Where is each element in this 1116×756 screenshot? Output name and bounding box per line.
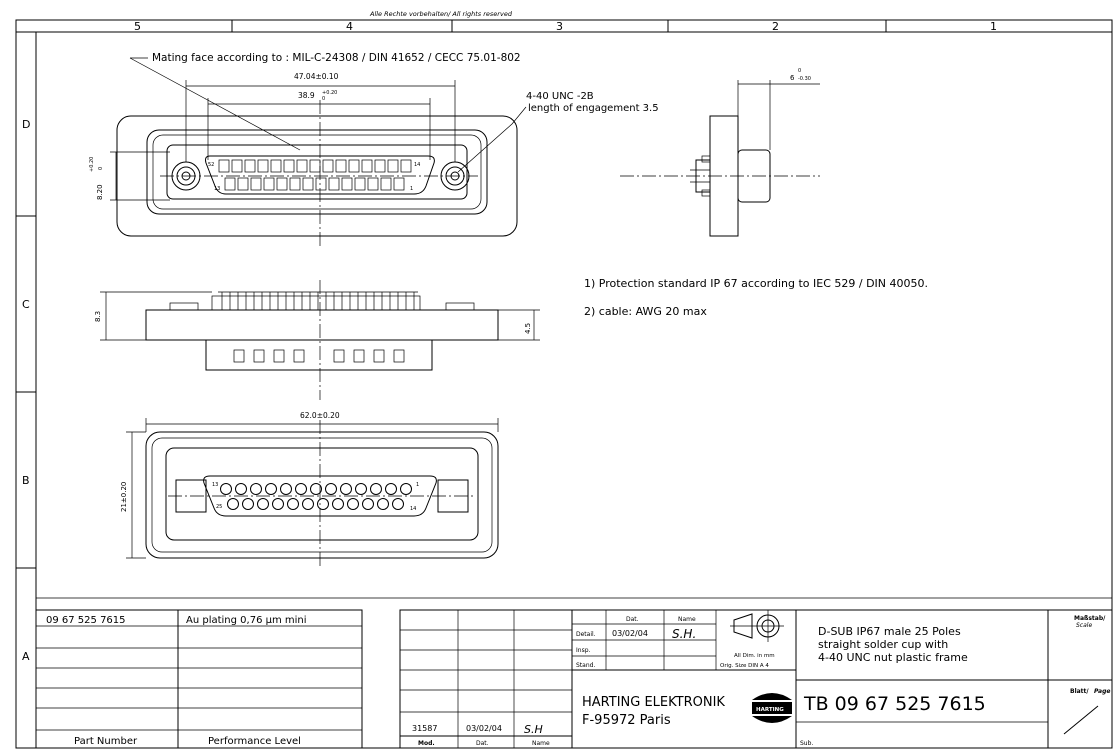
page-slash [1063, 705, 1099, 735]
rights-notice: Alle Rechte vorbehalten/ All rights rese… [369, 10, 513, 18]
row-label-a: A [22, 650, 30, 663]
front-pin-row-bottom [227, 498, 404, 510]
dim-21-label: 21±0.20 [120, 482, 128, 512]
title-block: 31587 03/02/04 S.H Mod. Dat. Name Dat. N… [399, 609, 1113, 749]
front-pin-label-bl: 25 [216, 504, 222, 510]
column-label-5: 5 [134, 20, 141, 33]
approval-detail-date: 03/02/04 [612, 629, 648, 638]
profile-windows [233, 349, 405, 363]
all-dimensions-note: All Dim. in mm [734, 653, 775, 659]
dim-47-04: 47.04±0.10 [185, 72, 456, 162]
engagement-note: length of engagement 3.5 [528, 103, 659, 114]
row-label-b: B [22, 474, 30, 487]
dim-62-label: 62.0±0.20 [300, 411, 340, 420]
row-grid: D C B A [16, 118, 1112, 663]
profile-view: 8.3 4.5 [94, 280, 540, 400]
dim-8-20-tol-up: +0.20 [89, 157, 95, 172]
dim-8-20-label: 8.20 [96, 184, 104, 200]
part-number-value: 09 67 525 7615 [46, 615, 126, 626]
description-line-3: 4-40 UNC nut plastic frame [818, 651, 968, 664]
front-view: 13 1 25 14 62.0±0.20 21±0.20 [120, 411, 499, 566]
projection-symbol-icon [730, 610, 784, 642]
column-label-3: 3 [556, 20, 563, 33]
part-number-header: Part Number [74, 736, 138, 747]
dim-8-20: 8.20 +0.20 0 [89, 151, 170, 201]
sub-label: Sub. [800, 740, 813, 747]
front-pin-row-top [220, 483, 412, 495]
approval-col-name: Name [678, 616, 696, 623]
revision-col-date: Dat. [476, 740, 489, 747]
parts-table: 09 67 525 7615 Au plating 0,76 µm mini P… [35, 609, 363, 749]
mating-face-note: Mating face according to : MIL-C-24308 /… [152, 52, 521, 64]
note-protection: 1) Protection standard IP 67 according t… [584, 277, 928, 290]
revision-number: 31587 [412, 724, 437, 733]
scale-label-en: Scale [1076, 622, 1092, 629]
dim-38-9-tol-up: +0.20 [322, 90, 337, 96]
front-pin-label-tl: 13 [212, 482, 218, 488]
row-label-c: C [22, 298, 30, 311]
front-pin-label-br: 14 [410, 506, 416, 512]
drawing-number: TB 09 67 525 7615 [803, 693, 986, 715]
rear-pin-row-top [218, 159, 412, 173]
description-line-1: D-SUB IP67 male 25 Poles [818, 625, 961, 638]
column-grid: 5 4 3 2 1 [16, 20, 1112, 33]
dim-47-04-label: 47.04±0.10 [294, 72, 339, 81]
page-label-en: Page [1094, 688, 1110, 695]
performance-value: Au plating 0,76 µm mini [186, 615, 307, 626]
column-label-4: 4 [346, 20, 353, 33]
dim-8-3-label: 8.3 [94, 311, 102, 322]
dim-6-tol-dn: -0.30 [798, 76, 811, 82]
dim-4-5-label: 4.5 [524, 323, 532, 334]
approval-col-date: Dat. [626, 616, 639, 623]
harting-logo: HARTING [752, 693, 792, 723]
thread-callout: 4-40 UNC -2B length of engagement 3.5 [457, 91, 659, 173]
page-label: Blatt/ [1070, 688, 1089, 695]
front-pin-label-tr: 1 [416, 482, 419, 488]
description-line-2: straight solder cup with [818, 638, 948, 651]
dim-6-label: 6 [790, 74, 795, 82]
approval-stand: Stand. [576, 662, 595, 669]
rear-pin-label-tr: 14 [414, 162, 420, 168]
dim-6-tol-up: 0 [798, 68, 801, 74]
revision-col-name: Name [532, 740, 550, 747]
rear-pin-label-bl: 13 [214, 186, 220, 192]
approval-detail: Detail. [576, 631, 596, 638]
profile-cups [218, 291, 418, 310]
rear-pin-label-tl: 52 [208, 162, 214, 168]
company-address: F-95972 Paris [582, 713, 671, 728]
column-label-2: 2 [772, 20, 779, 33]
approval-insp: Insp. [576, 647, 591, 654]
row-label-d: D [22, 118, 30, 131]
rear-face-view: 52 14 13 1 [116, 100, 518, 246]
original-size-note: Orig. Size DIN A 4 [720, 663, 769, 669]
thread-note: 4-40 UNC -2B [526, 91, 594, 102]
rear-pin-row-bottom [224, 177, 405, 191]
column-label-1: 1 [990, 20, 997, 33]
rear-pin-label-br: 1 [410, 186, 413, 192]
inner-frame [35, 31, 1113, 749]
side-view: 6 0 -0.30 [620, 68, 820, 237]
dim-8-20-tol-dn: 0 [98, 167, 104, 170]
note-cable: 2) cable: AWG 20 max [584, 305, 707, 318]
approval-detail-name: S.H. [672, 627, 696, 641]
scale-label: Maßstab/ [1074, 615, 1106, 622]
performance-header: Performance Level [208, 736, 301, 747]
logo-text: HARTING [756, 707, 784, 713]
revision-date: 03/02/04 [466, 724, 502, 733]
revision-col-mod: Mod. [418, 740, 435, 747]
company-name: HARTING ELEKTRONIK [582, 695, 725, 710]
dim-38-9-label: 38.9 [298, 91, 315, 100]
dim-38-9-tol-dn: 0 [322, 96, 325, 102]
dim-38-9: 38.9 +0.20 0 [207, 90, 431, 160]
revision-name: S.H [524, 723, 543, 736]
